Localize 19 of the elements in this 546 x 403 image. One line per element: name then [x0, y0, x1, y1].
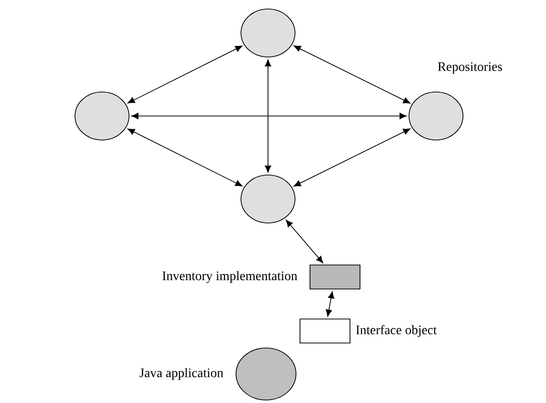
ellipse-node — [240, 174, 296, 224]
node-caption: Inventory implementation — [162, 271, 298, 283]
arrow — [286, 220, 324, 264]
node-caption: Interface object — [356, 325, 437, 337]
arrow — [294, 128, 410, 186]
node-caption: Java application — [140, 368, 224, 380]
box-node — [300, 318, 350, 344]
arrow — [294, 46, 410, 104]
ellipse-node — [236, 348, 296, 400]
ellipse-node — [74, 92, 130, 140]
ellipse-node — [408, 92, 464, 140]
ellipse-node — [240, 8, 296, 58]
arrow — [131, 112, 407, 120]
arrow — [326, 291, 334, 317]
group-label: Repositories — [438, 62, 502, 74]
box-node — [310, 264, 360, 290]
arrow — [128, 128, 242, 186]
arrow — [128, 46, 242, 104]
arrow — [264, 59, 272, 173]
